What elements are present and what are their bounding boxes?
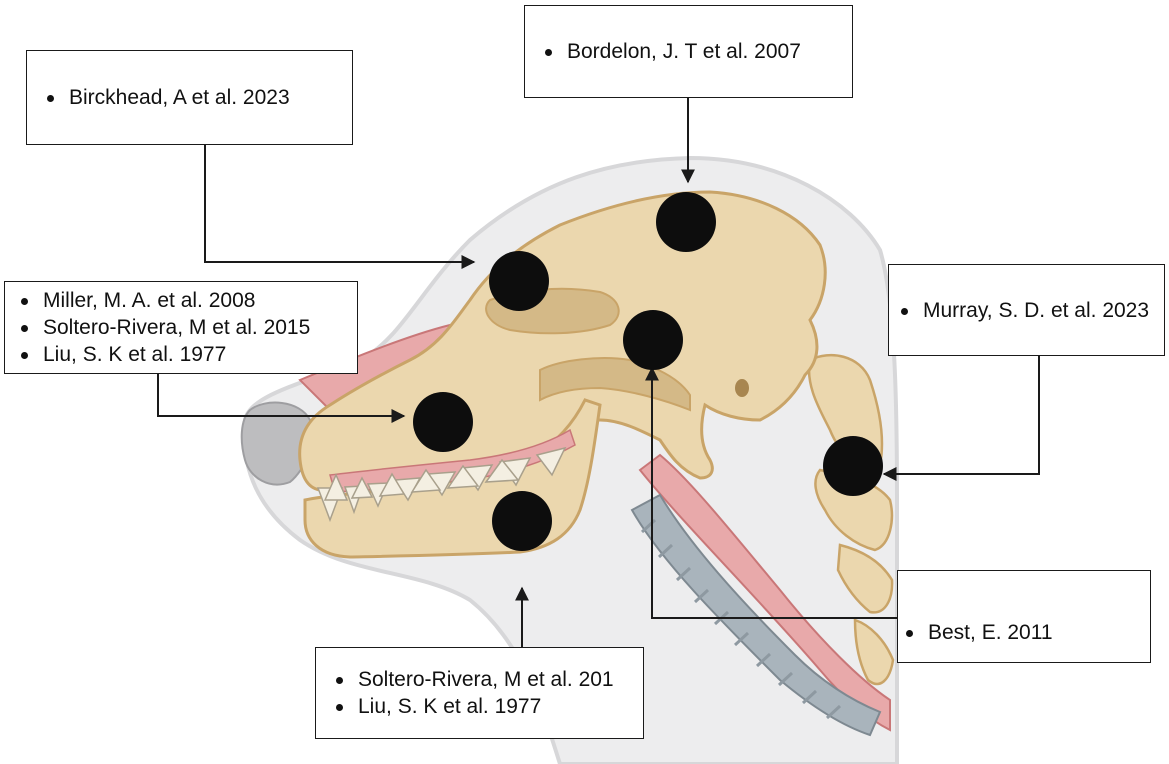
marker-frontal [489, 251, 549, 311]
trachea-rings [640, 518, 842, 720]
reference-list: Miller, M. A. et al. 2008 Soltero-Rivera… [5, 287, 310, 368]
reference-item: Murray, S. D. et al. 2023 [901, 297, 1149, 324]
reference-item: Best, E. 2011 [906, 619, 1053, 646]
reference-item: Soltero-Rivera, M et al. 2015 [21, 314, 310, 341]
connector-best [645, 366, 898, 619]
reference-item: Liu, S. K et al. 1977 [336, 693, 614, 720]
reference-item: Liu, S. K et al. 1977 [21, 341, 310, 368]
reference-box-maxilla: Miller, M. A. et al. 2008 Soltero-Rivera… [4, 281, 358, 374]
reference-item: Birckhead, A et al. 2023 [47, 84, 290, 111]
reference-list: Birckhead, A et al. 2023 [27, 84, 290, 111]
esophagus [638, 453, 891, 732]
connector-lines [157, 98, 1040, 647]
reference-box-mandible: Soltero-Rivera, M et al. 201 Liu, S. K e… [315, 647, 644, 739]
reference-item: Bordelon, J. T et al. 2007 [545, 38, 801, 65]
marker-cervical [823, 436, 883, 496]
reference-box-bordelon: Bordelon, J. T et al. 2007 [524, 5, 853, 98]
reference-box-best: Best, E. 2011 [897, 570, 1151, 663]
connector-maxilla [157, 374, 406, 423]
reference-list: Soltero-Rivera, M et al. 201 Liu, S. K e… [316, 666, 614, 720]
connector-birckhead [204, 145, 476, 269]
teeth [316, 446, 567, 523]
reference-box-birckhead: Birckhead, A et al. 2023 [26, 50, 353, 145]
ear-canal [735, 379, 749, 397]
location-markers [413, 192, 883, 551]
connector-murray [882, 356, 1040, 481]
reference-list: Best, E. 2011 [898, 619, 1053, 646]
reference-box-murray: Murray, S. D. et al. 2023 [888, 264, 1165, 356]
nose [240, 401, 314, 486]
marker-mandible [492, 491, 552, 551]
marker-cranium [656, 192, 716, 252]
trachea [630, 493, 882, 737]
reference-item: Miller, M. A. et al. 2008 [21, 287, 310, 314]
reference-list: Bordelon, J. T et al. 2007 [525, 38, 801, 65]
marker-maxilla [413, 392, 473, 452]
marker-temporal [623, 310, 683, 370]
reference-item: Soltero-Rivera, M et al. 201 [336, 666, 614, 693]
reference-list: Murray, S. D. et al. 2023 [889, 297, 1149, 324]
